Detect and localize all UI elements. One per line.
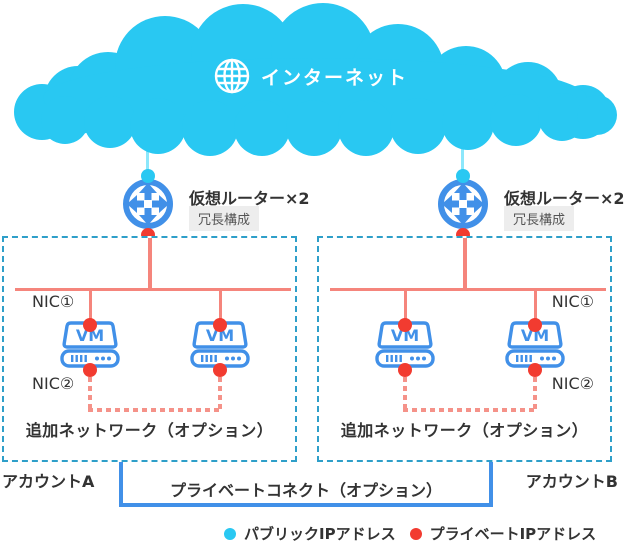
nic1-label-b: NIC①: [551, 292, 594, 311]
account-a-box: NIC① NIC② VM: [2, 236, 297, 462]
private-ip-dot-a1-bottom: [83, 363, 97, 377]
vm-label-b2: VM: [521, 326, 549, 345]
private-ip-dot-b1-bottom: [398, 363, 412, 377]
public-ip-legend-label: パブリックIPアドレス: [244, 525, 396, 543]
private-ip-legend-dot: [409, 527, 422, 540]
vm1-link-line-a: [89, 290, 92, 326]
private-connect-bottom-line: [119, 503, 493, 507]
private-ip-dot-a2-bottom: [213, 363, 227, 377]
private-ip-legend-label: プライベートIPアドレス: [429, 525, 597, 543]
addnet-line-a1: [88, 377, 92, 410]
nic2-label-b: NIC②: [551, 374, 594, 393]
account-a-name: アカウントA: [2, 472, 95, 491]
globe-icon: [214, 58, 250, 94]
internet-label: インターネット: [261, 66, 409, 89]
vm1-link-line-b: [404, 290, 407, 326]
vm-icon-b2: VM: [503, 320, 567, 370]
private-ip-dot-a2-top: [213, 318, 227, 332]
legend: パブリックIPアドレス プライベートIPアドレス: [224, 523, 596, 544]
public-ip-legend-dot: [224, 527, 236, 540]
private-ip-dot-b1-top: [398, 318, 412, 332]
private-connect-label: プライベートコネクト（オプション）: [169, 481, 442, 500]
private-ip-dot-a1-top: [83, 318, 97, 332]
network-bus-a: [15, 288, 291, 291]
additional-network-label-b: 追加ネットワーク（オプション）: [340, 421, 589, 440]
vm-icon-a2: VM: [188, 320, 252, 370]
public-ip-dot-router-b: [456, 169, 470, 183]
public-line-a: [146, 130, 149, 176]
public-line-b: [461, 130, 464, 176]
internet-label-group: インターネット: [212, 55, 408, 97]
vm2-link-line-b: [534, 290, 537, 326]
internet-cloud: [14, 3, 617, 156]
vm-label-a2: VM: [206, 326, 234, 345]
nic2-label-a: NIC②: [32, 374, 75, 393]
virtual-router-b-icon: [437, 178, 489, 230]
network-bus-b: [330, 288, 606, 291]
vm-label-b1: VM: [391, 326, 419, 345]
vm-label-a1: VM: [76, 326, 104, 345]
redundancy-badge-a: 冗長構成: [189, 206, 260, 231]
addnet-line-a2: [218, 377, 222, 410]
legend-item-private: プライベートIPアドレス: [409, 523, 597, 544]
virtual-router-b-label: 仮想ルーター×2: [504, 189, 625, 208]
private-ip-dot-b2-top: [528, 318, 542, 332]
virtual-router-a-label: 仮想ルーター×2: [189, 189, 310, 208]
private-ip-dot-b2-bottom: [528, 363, 542, 377]
vm2-link-line-a: [219, 290, 222, 326]
private-connect-right-line: [489, 462, 493, 507]
account-b-name: アカウントB: [525, 472, 618, 491]
router-link-line-b: [463, 238, 467, 290]
addnet-line-b-h: [403, 408, 537, 412]
redundancy-badge-b: 冗長構成: [504, 206, 575, 231]
addnet-line-b1: [403, 377, 407, 410]
vm-icon-b1: VM: [373, 320, 437, 370]
addnet-line-b2: [533, 377, 537, 410]
virtual-router-a-icon: [122, 178, 174, 230]
legend-item-public: パブリックIPアドレス: [224, 523, 396, 544]
vm-icon-a1: VM: [58, 320, 122, 370]
router-link-line-a: [148, 238, 152, 290]
public-ip-dot-router-a: [141, 169, 155, 183]
private-connect-left-line: [119, 462, 123, 507]
addnet-line-a-h: [88, 408, 222, 412]
additional-network-label-a: 追加ネットワーク（オプション）: [25, 421, 274, 440]
nic1-label-a: NIC①: [32, 292, 75, 311]
account-b-box: NIC① NIC② VM: [317, 236, 612, 462]
